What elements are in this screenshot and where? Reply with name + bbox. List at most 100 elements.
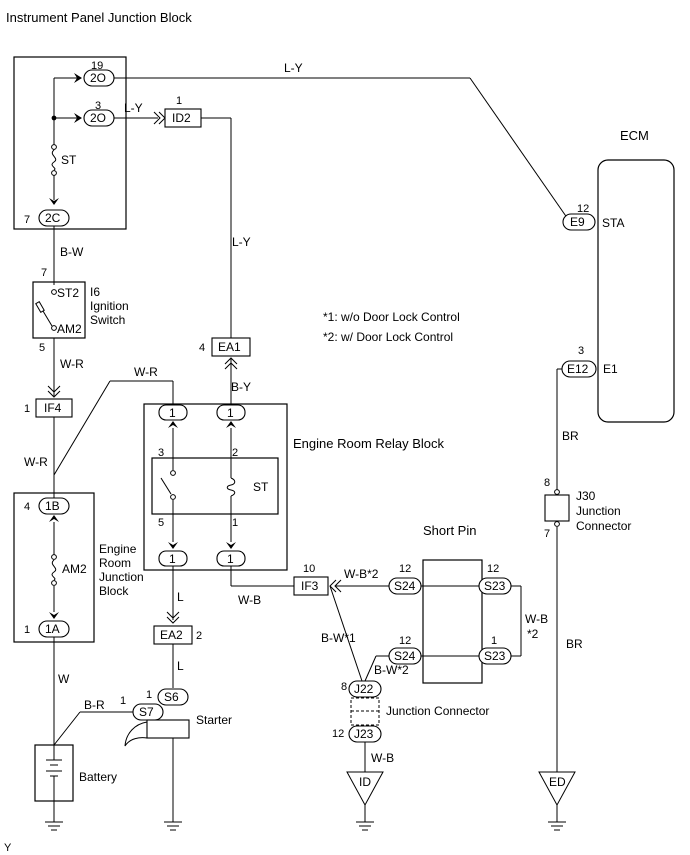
wire-bw1 [329, 585, 363, 682]
pin-7-i6: 7 [41, 267, 47, 279]
wire-w-label: W [58, 672, 70, 686]
relay-connector-1a [158, 404, 188, 421]
relay-connector-1b-label: 1 [227, 406, 234, 420]
wire-wr3-diagonal [53, 380, 111, 476]
j30-label-3: Connector [576, 519, 631, 533]
pin-1-1a: 1 [24, 624, 30, 636]
wire-br2-label: BR [566, 637, 583, 651]
relay-connector-1d-label: 1 [227, 552, 234, 566]
battery-symbol [46, 745, 62, 801]
starter-motor-symbol [124, 719, 190, 747]
connector-ID2-label: ID2 [172, 111, 191, 125]
ecm-label: ECM [620, 128, 649, 143]
pin-2-relay: 2 [232, 447, 238, 459]
wire-ly-diagonal [469, 77, 571, 223]
connector-S24-bottom-label: S24 [394, 649, 416, 663]
short-pin-box [422, 559, 483, 684]
ignition-switch-box [32, 281, 86, 339]
pin-3-e12: 3 [578, 345, 584, 357]
pin-arrow [226, 542, 236, 549]
connector-1B [38, 497, 70, 515]
ground-ed-triangle [538, 771, 576, 807]
connector-S6-label: S6 [164, 690, 179, 704]
wire-wb-gnd-label: W-B [371, 751, 394, 765]
fuse-st-label: ST [61, 153, 77, 167]
pin-12-e9: 12 [577, 203, 589, 215]
connector-S7-label: S7 [139, 705, 154, 719]
pin-12-j23: 12 [332, 728, 344, 740]
pin-12-s23a: 12 [487, 563, 499, 575]
ip-internal-wiring [51, 77, 80, 200]
relay-connector-1a-label: 1 [169, 406, 176, 420]
pin-12-s24b: 12 [399, 635, 411, 647]
connector-J22 [348, 680, 382, 698]
wire-bw-label: B-W [60, 245, 84, 259]
pin-1-if4: 1 [24, 403, 30, 415]
j30-label-1: J30 [576, 489, 596, 503]
pin-3-relay: 3 [158, 447, 164, 459]
connector-E9 [562, 213, 596, 231]
ground-id-label: ID [359, 775, 371, 789]
erjb-label-3: Junction [99, 570, 144, 584]
connector-IF4-label: IF4 [44, 401, 62, 415]
connector-E9-label: E9 [570, 215, 585, 229]
pin-5-relay: 5 [158, 517, 164, 529]
wire-by-label: B-Y [231, 380, 251, 394]
wire-wr3-label: W-R [134, 365, 158, 379]
wire-br-battery [53, 711, 81, 746]
pin-arrow [49, 515, 59, 522]
pin-arrow [49, 198, 59, 205]
wire-ly-vert-label: L-Y [232, 235, 251, 249]
st-fuse [51, 144, 57, 176]
diagram-title: Instrument Panel Junction Block [6, 10, 192, 25]
connector-2C-label: 2C [45, 211, 61, 225]
ip-junction-block-box [13, 56, 127, 230]
pin-10-if3: 10 [303, 563, 315, 575]
pin-19: 19 [91, 60, 103, 72]
ground-symbol [164, 821, 182, 831]
relay-st-inner-box [151, 457, 279, 515]
wire-br1-label: BR [562, 429, 579, 443]
connector-EA1-label: EA1 [218, 340, 241, 354]
connector-S24-top-label: S24 [394, 579, 416, 593]
relay-st-label: ST [253, 480, 269, 494]
pin-arrow [168, 421, 178, 428]
battery-label: Battery [79, 770, 117, 784]
pin-1-relay: 1 [232, 517, 238, 529]
connector-E12-label: E12 [567, 362, 589, 376]
connector-EA1 [211, 337, 251, 357]
relay-block-label: Engine Room Relay Block [293, 436, 445, 451]
wire-br-label: B-R [84, 698, 105, 712]
pin-8-j22: 8 [341, 681, 347, 693]
pin-5-i6: 5 [39, 342, 45, 354]
pin-4-ea1: 4 [199, 342, 205, 354]
ecm-sta-terminal: STA [602, 216, 624, 230]
wire-ly-mid-label: L-Y [124, 101, 143, 115]
connector-1A-label: 1A [45, 622, 60, 636]
junction-connector-box [350, 697, 380, 726]
pin-arrow [74, 113, 82, 123]
pin-1-s7: 1 [120, 695, 126, 707]
wire-wb-sp-label: W-B [525, 612, 548, 626]
note-2: *2: w/ Door Lock Control [323, 330, 453, 344]
ignition-label-3: Switch [90, 313, 125, 327]
connector-IF3-label: IF3 [301, 579, 319, 593]
pin-7-2c: 7 [24, 214, 30, 226]
connector-2O-mid-label: 2O [90, 111, 106, 125]
wire-wb-if3-label: W-B [238, 593, 261, 607]
wire-wr2-label: W-R [24, 455, 48, 469]
pin-1-s23b: 1 [491, 635, 497, 647]
wire-wr1-label: W-R [60, 357, 84, 371]
inline-connector-arrow [166, 611, 180, 624]
connector-S6 [157, 688, 189, 706]
ground-ed-label: ED [549, 775, 566, 789]
wire-bw1-label: B-W*1 [321, 631, 356, 645]
wire-ly-top-label: L-Y [284, 61, 303, 75]
pin-7-j30: 7 [544, 528, 550, 540]
connector-J22-label: J22 [354, 682, 374, 696]
connector-S23-bottom-label: S23 [484, 649, 506, 663]
connector-2O-top-label: 2O [90, 71, 106, 85]
erjb-label-4: Block [99, 584, 129, 598]
connector-J23-label: J23 [354, 727, 374, 741]
